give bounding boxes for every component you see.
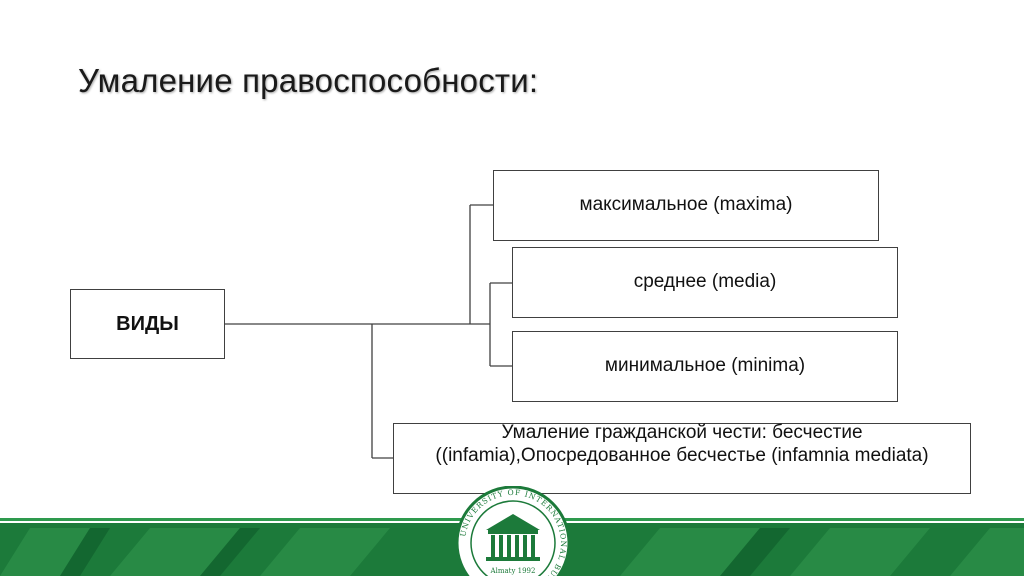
branch-label: среднее (media) bbox=[633, 271, 777, 293]
diagram-branch-minima: минимальное (minima) bbox=[512, 331, 898, 402]
diagram-root-label: ВИДЫ bbox=[116, 313, 179, 335]
branch-label: минимальное (minima) bbox=[604, 355, 806, 377]
branch-label: максимальное (maxima) bbox=[579, 194, 793, 216]
diagram-root-box: ВИДЫ bbox=[70, 289, 225, 359]
seal-year-text: Almaty 1992 bbox=[490, 567, 536, 575]
slide-title: Умаление правоспособности: bbox=[78, 62, 539, 99]
diagram-branch-media: среднее (media) bbox=[512, 247, 898, 318]
diagram-branch-infamia: Умаление гражданской чести: бесчестие ((… bbox=[393, 422, 971, 494]
diagram-branch-maxima: максимальное (maxima) bbox=[493, 170, 879, 241]
university-seal-icon: UNIVERSITY OF INTERNATIONAL BUSINESS Alm… bbox=[456, 486, 570, 576]
branch-label: Умаление гражданской чести: бесчестие ((… bbox=[435, 422, 929, 466]
